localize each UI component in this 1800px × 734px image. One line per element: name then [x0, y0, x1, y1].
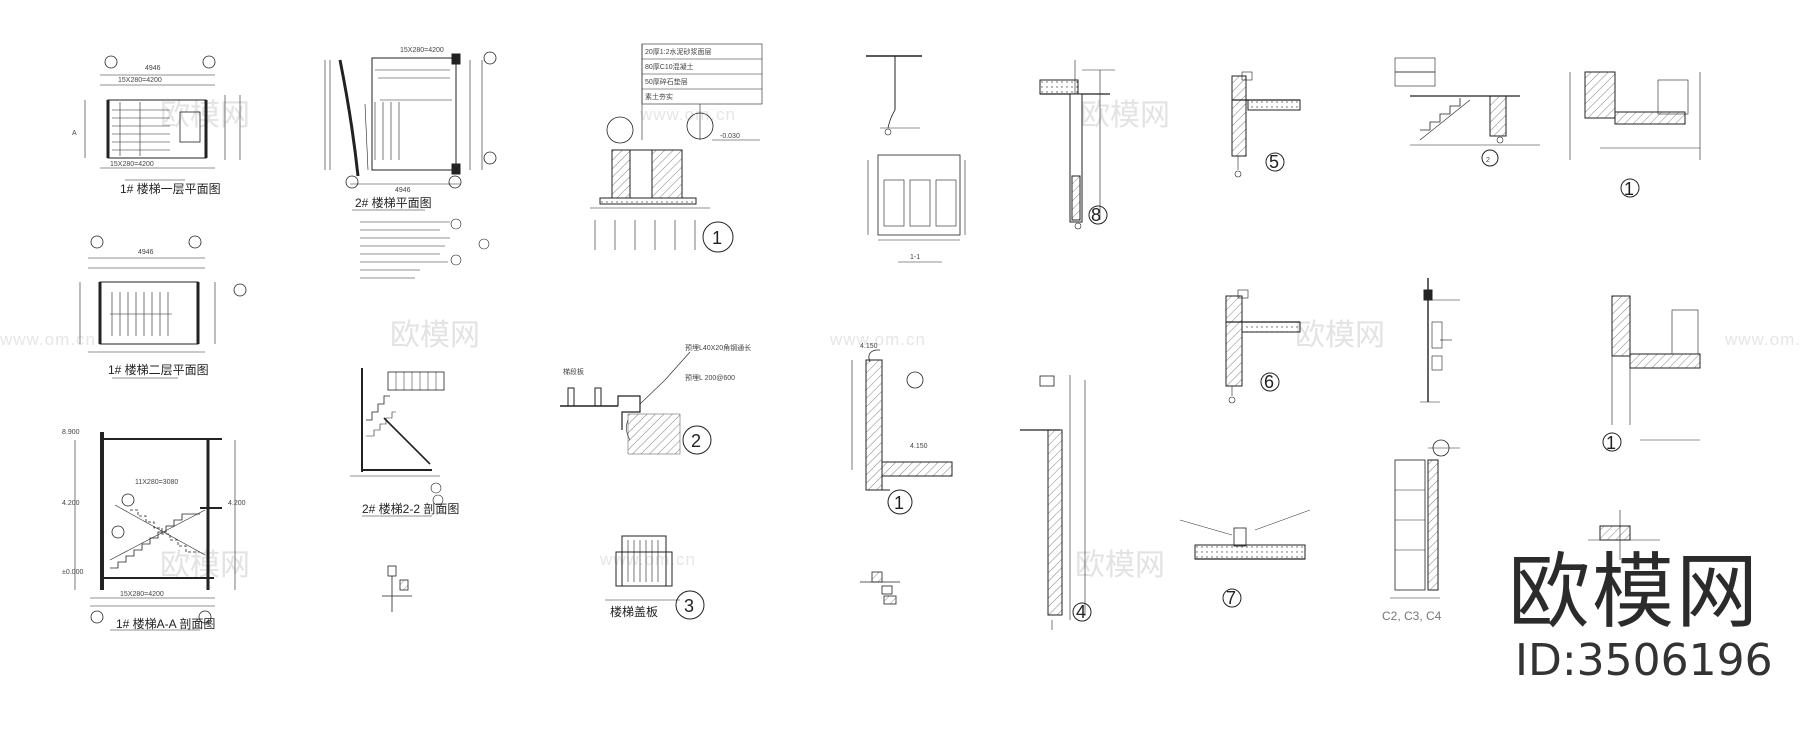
dim-text: 15X280=4200 [110, 161, 154, 168]
note-text: 20厚1:2水泥砂浆面层 [645, 47, 712, 56]
watermark-url: www.om.cn [599, 550, 696, 569]
detail-1-foundation [590, 43, 763, 253]
detail-callout: 1 [894, 493, 904, 513]
mini-detail [382, 565, 412, 612]
dim-text: 11X280=3080 [135, 479, 178, 486]
watermark: 欧模网 [1080, 99, 1170, 132]
drawing-title: 1-1 [910, 254, 920, 261]
stair1-section-aa [74, 432, 236, 631]
detail-callout: 2 [1486, 157, 1490, 164]
watermark-url: www.om.cn [639, 105, 736, 124]
watermark-url: www.om.cn [829, 330, 926, 349]
dim-text: 15X280=4200 [118, 77, 162, 84]
dim-text: 4946 [145, 65, 161, 72]
drawing-title: C2, C3, C4 [1382, 609, 1442, 623]
detail-callout: 4 [1076, 602, 1086, 622]
stair2-section-22 [350, 368, 445, 517]
detail-callout: 2 [691, 431, 701, 451]
elevation-text: 4.150 [860, 343, 878, 350]
watermark: 欧模网 [390, 319, 480, 352]
detail-right-bottom [1588, 510, 1660, 560]
note-text: 预埋L40X20角钢通长 [685, 343, 751, 352]
note-text: 80厚C10混凝土 [645, 62, 694, 71]
detail-callout: 1 [1606, 433, 1616, 453]
detail-1-right-mid [1602, 295, 1701, 452]
detail-callout: 6 [1264, 372, 1274, 392]
watermark-url: www.om.cn [1724, 330, 1800, 349]
detail-6 [1225, 289, 1301, 404]
note-text: 梯段板 [563, 367, 584, 376]
detail-callout: 7 [1226, 588, 1236, 608]
watermark-layer: 欧模网 欧模网 欧模网 欧模网 欧模网 欧模网 www.om.cn www.om… [0, 99, 1800, 582]
detail-3-tread-plate [605, 535, 705, 620]
elevation-text: 4.150 [910, 443, 928, 450]
detail-1-parapet [851, 349, 953, 515]
detail-2-embedded-steel [560, 351, 712, 455]
stair2-plan [324, 51, 497, 279]
detail-5 [1231, 71, 1301, 178]
detail-1-right-top [1569, 71, 1701, 198]
grid-label: A [72, 130, 77, 137]
pipe-detail [1420, 278, 1460, 403]
elevation-text: 4.200 [62, 500, 80, 507]
detail-callout: 1 [1624, 179, 1634, 199]
note-text: 预埋L 200@600 [685, 373, 735, 382]
elevation-text: 8.900 [62, 429, 80, 436]
detail-callout: 8 [1091, 205, 1101, 225]
dim-text: 4946 [138, 249, 154, 256]
detail-2-stair [1394, 57, 1540, 167]
detail-callout: 1 [712, 228, 722, 248]
elevation-text: ±0.000 [62, 569, 83, 576]
detail-callout: 5 [1269, 152, 1279, 172]
drawing-title: 1# 楼梯一层平面图 [120, 181, 221, 196]
watermark: 欧模网 [1075, 549, 1165, 582]
watermark-url: www.om.cn [0, 330, 96, 349]
detail-8-wall [1039, 60, 1115, 230]
drawing-title: 1# 楼梯A-A 剖面图 [116, 616, 215, 631]
elevator-elevation [1390, 439, 1460, 599]
drawing-title: 2# 楼梯平面图 [355, 195, 432, 210]
mini-detail-2 [860, 571, 900, 605]
stair1-plan-level1 [84, 55, 241, 181]
dim-text: 4946 [395, 187, 411, 194]
drawing-title: 楼梯盖板 [610, 604, 658, 619]
drawing-title: 2# 楼梯2-2 剖面图 [362, 501, 459, 516]
note-text: 50厚碎石垫层 [645, 77, 688, 86]
detail-4-wall [1020, 375, 1092, 630]
note-text: 素土夯实 [645, 92, 673, 101]
dim-text: 15X280=4200 [400, 47, 444, 54]
stair1-plan-level2 [79, 235, 247, 379]
brand-logo: 欧模网 [1508, 545, 1761, 640]
detail-callout: 3 [684, 596, 694, 616]
elevation-text: 4.200 [228, 500, 246, 507]
brand-id: ID:3506196 [1515, 635, 1773, 686]
drawing-title: 1# 楼梯二层平面图 [108, 362, 209, 377]
watermark: 欧模网 [1295, 319, 1385, 352]
railing-detail [866, 55, 966, 263]
dim-text: 15X280=4200 [120, 591, 164, 598]
elevation-text: -0.030 [720, 133, 740, 140]
detail-7-floor-drain [1179, 509, 1311, 608]
